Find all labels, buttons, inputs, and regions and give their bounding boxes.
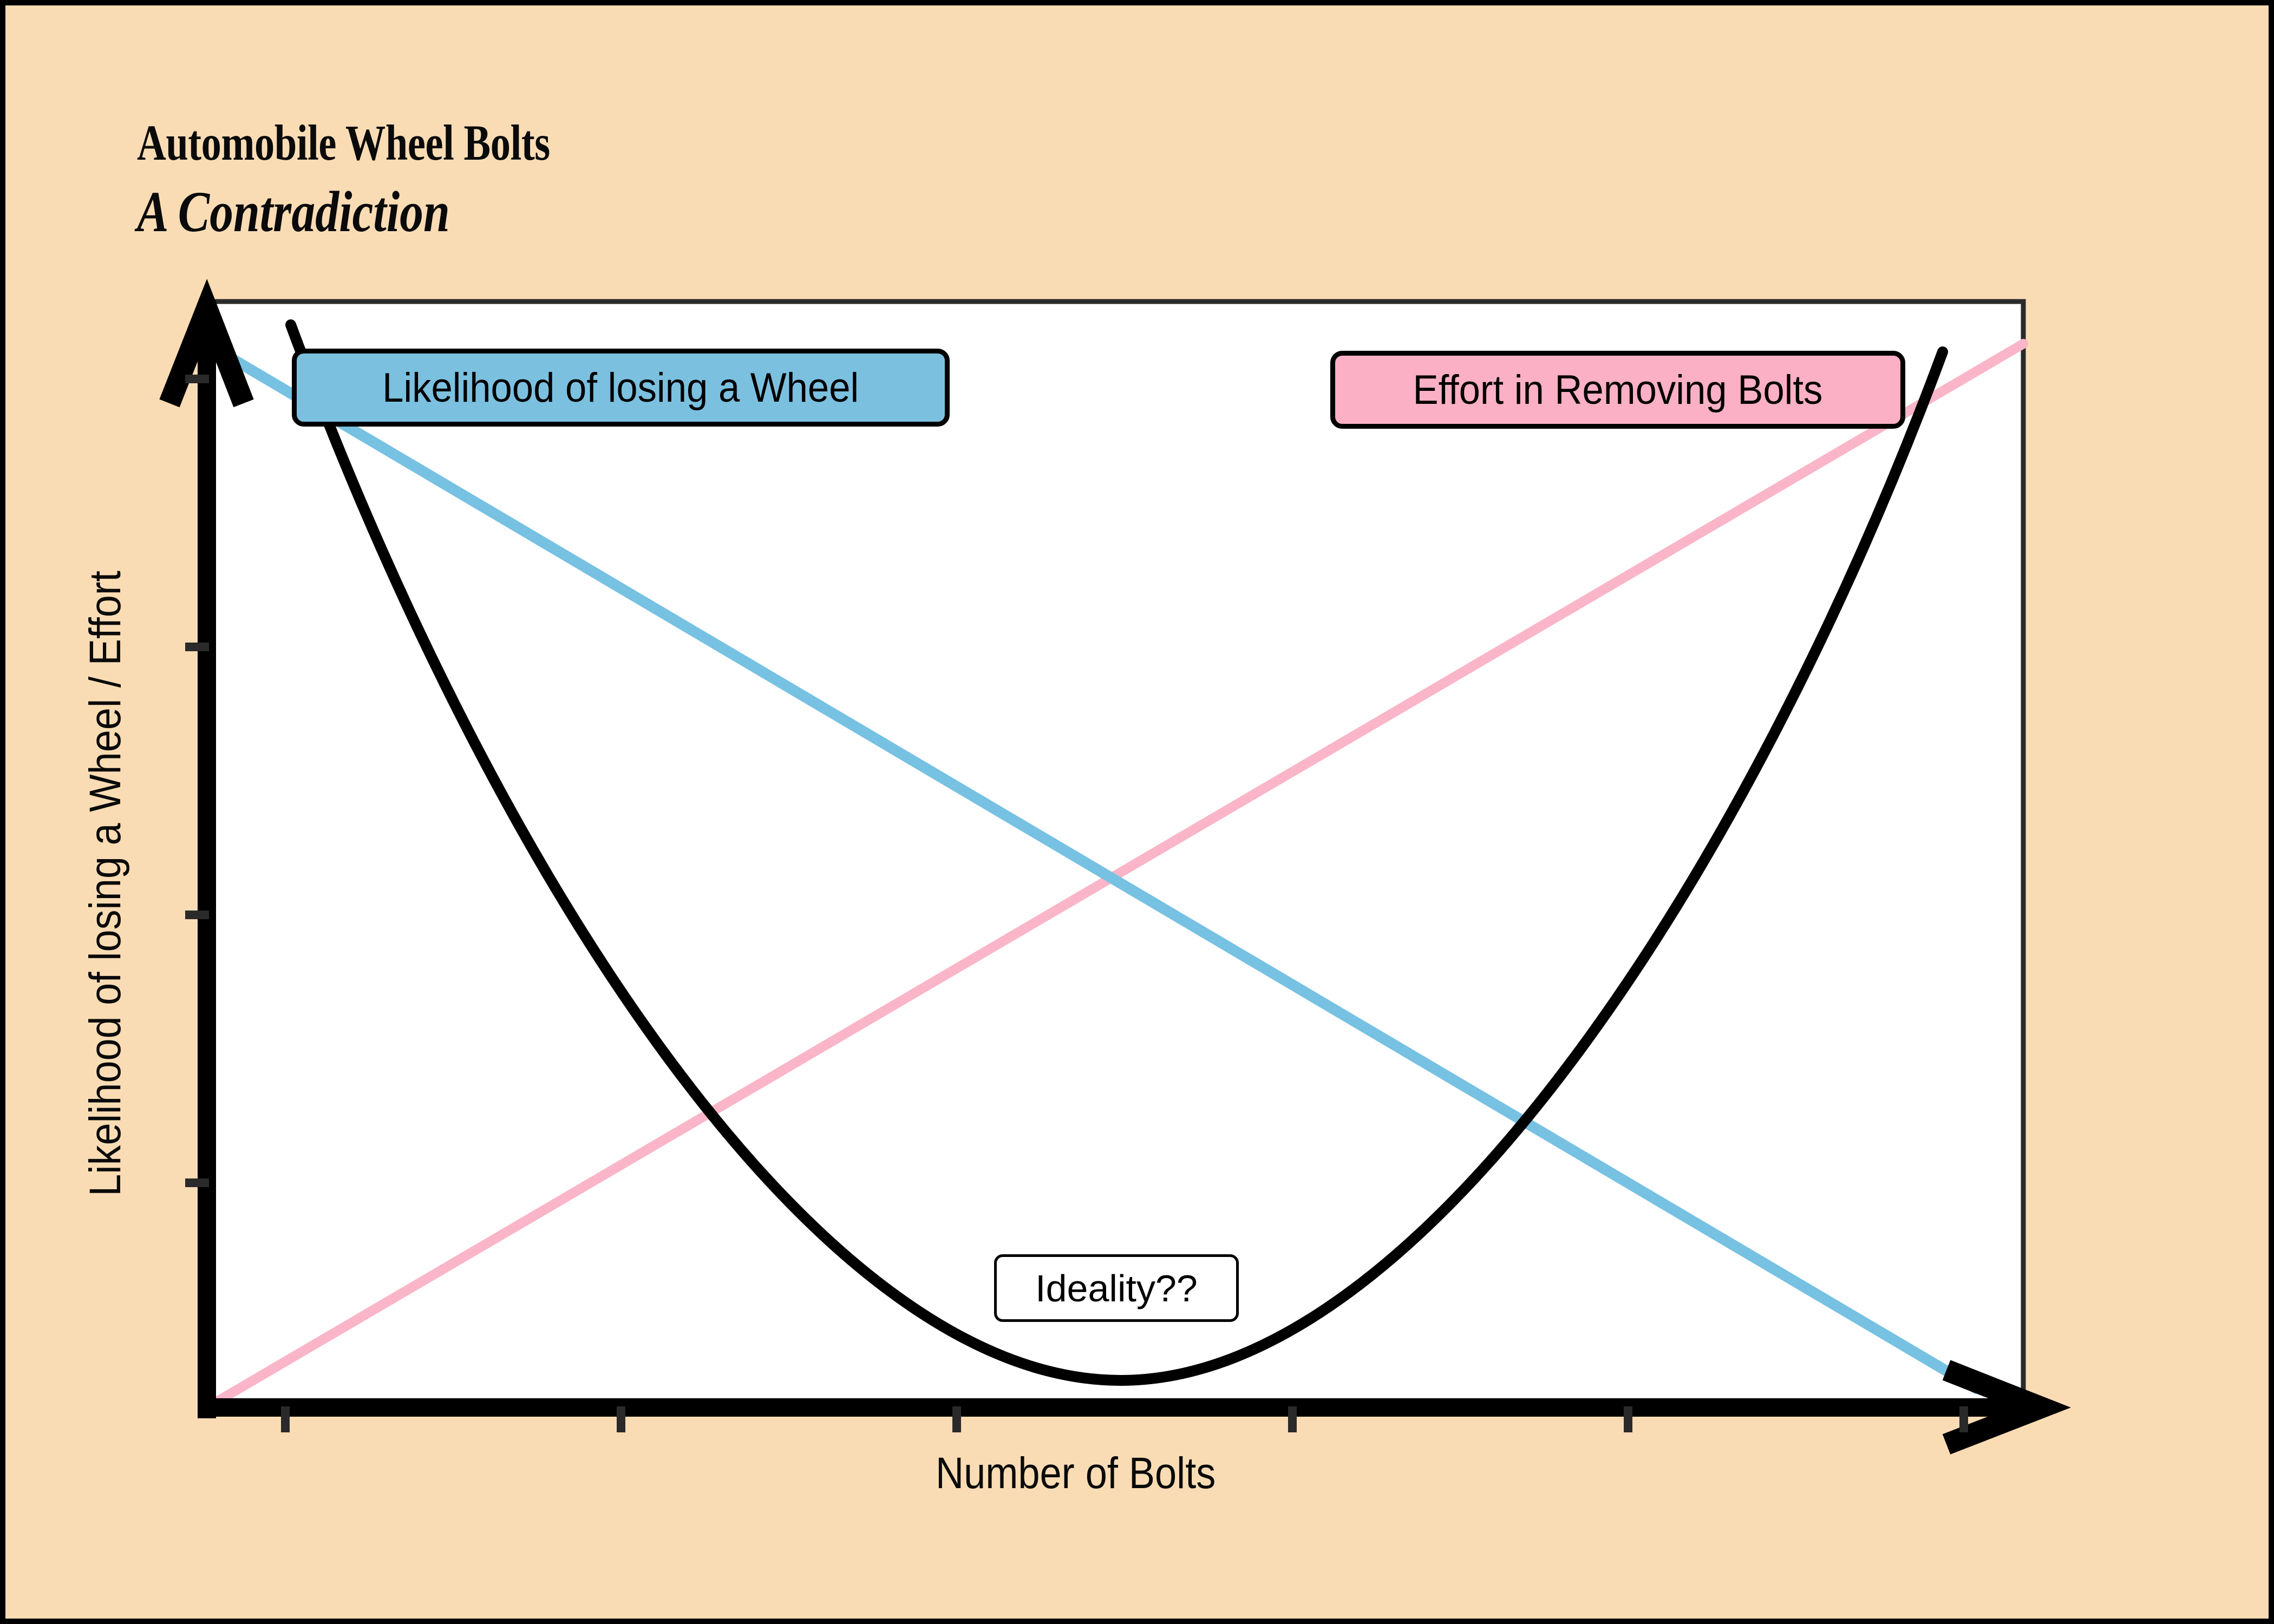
x-axis-label: Number of Bolts: [936, 1449, 1216, 1498]
page-title: Automobile Wheel Bolts: [137, 115, 550, 171]
legend-label-effort: Effort in Removing Bolts: [1413, 366, 1823, 413]
annotation-ideality[interactable]: Ideality??: [994, 1254, 1239, 1322]
plot-area: [204, 299, 2026, 1410]
title-block: Automobile Wheel Bolts A Contradiction: [137, 118, 1220, 241]
annotation-label-ideality: Ideality??: [1035, 1267, 1198, 1309]
y-axis-label: Likelihood of losing a Wheel / Effort: [81, 571, 130, 1196]
y-axis-ticks: [185, 375, 209, 1187]
legend-label-likelihood: Likelihood of losing a Wheel: [382, 364, 859, 411]
page-subtitle: A Contradiction: [137, 180, 450, 244]
poster-canvas: Automobile Wheel Bolts A Contradiction: [5, 5, 2269, 1619]
legend-item-effort[interactable]: Effort in Removing Bolts: [1330, 351, 1905, 429]
x-axis-arrow-icon: [1942, 1360, 2071, 1455]
legend-item-likelihood[interactable]: Likelihood of losing a Wheel: [292, 349, 950, 427]
series-curve-ideality: [285, 319, 1948, 1386]
chart-svg: [159, 279, 2071, 1455]
y-axis-arrow-icon: [159, 279, 254, 408]
x-axis-ticks: [281, 1406, 1968, 1432]
series-line-likelihood: [201, 338, 1982, 1394]
